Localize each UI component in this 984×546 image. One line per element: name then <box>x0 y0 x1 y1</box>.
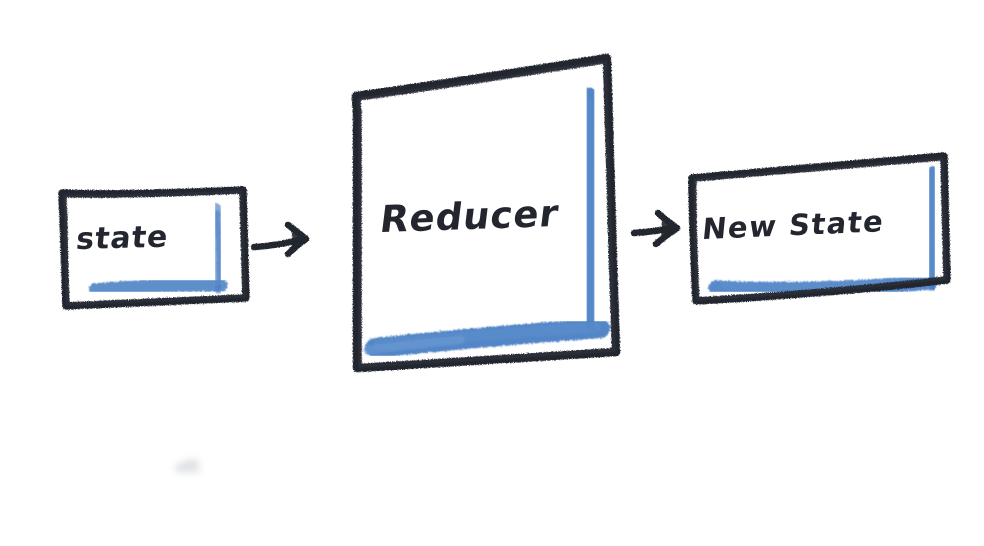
new-state-highlight-right <box>924 166 942 291</box>
node-new-state[interactable] <box>688 152 951 305</box>
state-box-outline <box>58 186 250 310</box>
paper-smudge <box>174 459 202 474</box>
state-highlight-right <box>210 203 225 294</box>
reducer-highlight-bottom <box>363 318 610 358</box>
state-highlight-bottom <box>88 278 228 297</box>
node-state[interactable] <box>58 186 250 310</box>
reducer-highlight-right <box>580 87 602 331</box>
new-state-box-outline <box>688 152 951 305</box>
node-reducer[interactable] <box>351 53 621 373</box>
arrow-state-to-reducer <box>250 221 310 258</box>
reducer-box-outline <box>351 53 621 373</box>
arrow-reducer-to-new-state <box>630 209 681 248</box>
